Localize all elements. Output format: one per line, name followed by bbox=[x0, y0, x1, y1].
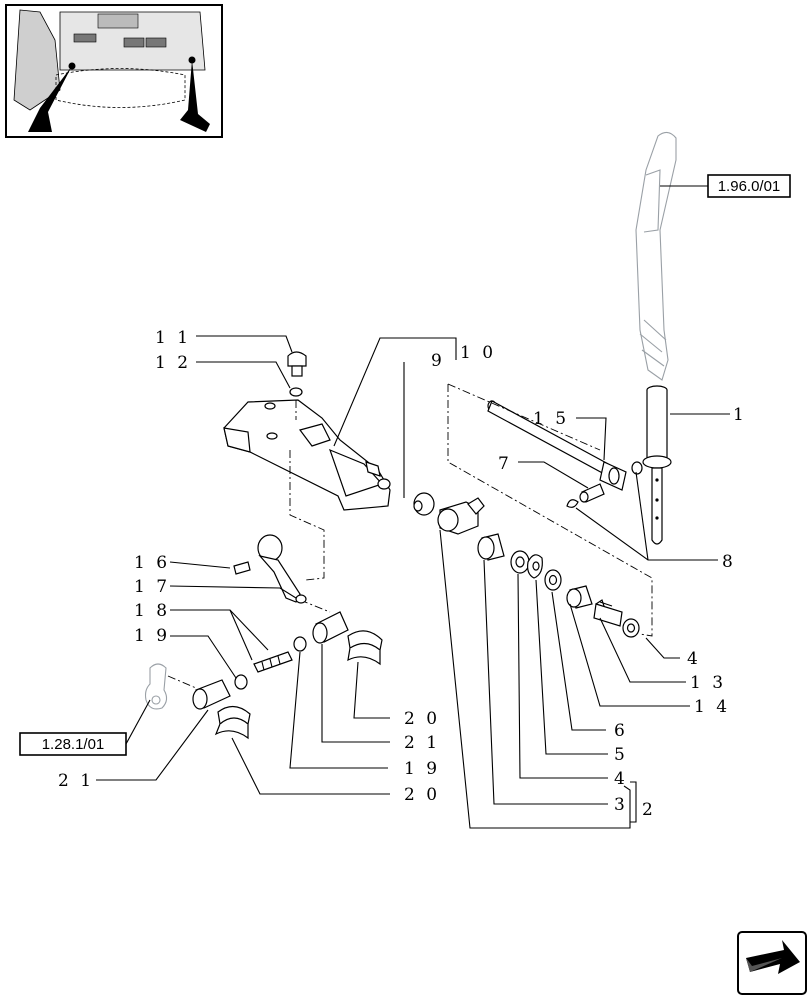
callout-6: 6 bbox=[614, 721, 628, 741]
callout-15: 1 5 bbox=[533, 409, 569, 429]
callout-1: 1 bbox=[733, 405, 747, 425]
callout-17: 1 7 bbox=[134, 577, 170, 597]
callout-21a: 2 1 bbox=[404, 733, 440, 753]
washer-6 bbox=[544, 569, 562, 591]
callout-4b: 4 bbox=[614, 769, 628, 789]
bush-3 bbox=[477, 533, 505, 561]
callout-19a: 1 9 bbox=[134, 626, 170, 646]
callout-16: 1 6 bbox=[134, 553, 170, 573]
lever-17 bbox=[257, 534, 307, 604]
lever-block bbox=[437, 497, 485, 535]
callout-12: 1 2 bbox=[155, 353, 191, 373]
callout-18: 1 8 bbox=[134, 601, 170, 621]
callout-21b: 2 1 bbox=[58, 771, 94, 791]
bolt-11 bbox=[287, 351, 307, 377]
washer-4 bbox=[510, 550, 530, 574]
callout-10: 1 0 bbox=[460, 343, 496, 363]
linkage-reference bbox=[144, 663, 168, 710]
joint-21 bbox=[192, 611, 349, 710]
pin-16 bbox=[233, 561, 251, 575]
callout-5: 5 bbox=[614, 745, 628, 765]
washer-4b bbox=[622, 618, 640, 638]
linkage-reference-link[interactable]: 1.28.1/01 bbox=[19, 732, 127, 756]
gear-lever-reference bbox=[635, 131, 677, 381]
callout-20b: 2 0 bbox=[404, 785, 440, 805]
spring-13 bbox=[593, 599, 623, 627]
bush-19 bbox=[234, 636, 307, 690]
callout-20a: 2 0 bbox=[404, 709, 440, 729]
callout-11: 1 1 bbox=[155, 328, 191, 348]
clip-20 bbox=[214, 630, 383, 740]
pin-18 bbox=[253, 651, 293, 673]
callout-3: 3 bbox=[614, 795, 628, 815]
next-page-arrow-icon[interactable] bbox=[737, 931, 807, 995]
callout-9: 9 bbox=[431, 351, 445, 371]
cross-shaft bbox=[487, 400, 627, 491]
callout-2: 2 bbox=[642, 800, 656, 820]
linkage-reference-label: 1.28.1/01 bbox=[42, 736, 105, 753]
lever-shaft bbox=[642, 385, 672, 545]
callout-13: 1 3 bbox=[690, 673, 726, 693]
lever-reference-link[interactable]: 1.96.0/01 bbox=[707, 174, 791, 198]
circlip-5 bbox=[527, 554, 543, 579]
callout-14: 1 4 bbox=[694, 697, 730, 717]
callout-19b: 1 9 bbox=[404, 759, 440, 779]
callout-8: 8 bbox=[722, 552, 736, 572]
support-bracket bbox=[223, 399, 391, 511]
leader-lines bbox=[96, 335, 730, 829]
pin-7 bbox=[579, 483, 605, 503]
bush-14 bbox=[566, 585, 593, 609]
callout-4a: 4 bbox=[687, 649, 701, 669]
lever-reference-label: 1.96.0/01 bbox=[718, 178, 781, 195]
washer-12 bbox=[289, 387, 303, 397]
bush-9 bbox=[413, 492, 435, 516]
tractor-pedals-thumbnail-icon bbox=[5, 4, 223, 138]
callout-7: 7 bbox=[498, 454, 512, 474]
